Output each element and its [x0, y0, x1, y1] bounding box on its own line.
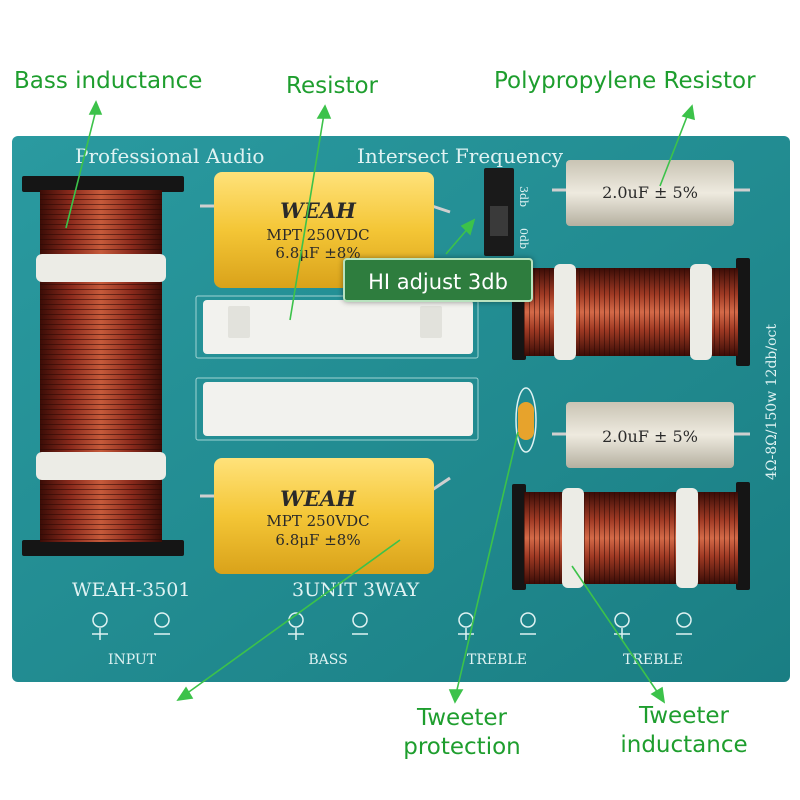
hi-adjust-switch: 3db 0db	[484, 168, 530, 256]
callout-tweeter-inductance-line2: inductance	[620, 731, 748, 758]
callout-hi-adjust-badge: HI adjust 3db	[343, 258, 533, 302]
callout-tweeter-protection: Tweeter protection	[392, 704, 532, 762]
callout-tweeter-inductance: Tweeter inductance	[604, 702, 764, 760]
callout-tweeter-protection-line1: Tweeter	[417, 705, 507, 731]
board-model: WEAH-3501	[72, 579, 190, 601]
tweeter-protection-fuse	[515, 387, 537, 453]
terminal-label-input: INPUT	[108, 652, 157, 668]
treble-inductor-top	[512, 258, 750, 366]
grey-capacitor-top: 2.0uF ± 5%	[552, 160, 750, 226]
grey-cap-top-label: 2.0uF ± 5%	[602, 183, 698, 202]
callout-arrows	[65, 100, 695, 704]
cap-top-line2: 6.8μF ±8%	[275, 244, 360, 262]
callout-polypropylene-resistor: Polypropylene Resistor	[494, 68, 756, 94]
bass-inductor	[22, 176, 184, 556]
cap-top-line1: MPT 250VDC	[266, 226, 369, 244]
cap-bottom-brand: WEAH	[280, 486, 357, 511]
switch-top-label: 3db	[517, 186, 530, 207]
board-side-rating: 4Ω-8Ω/150w 12db/oct	[764, 324, 780, 480]
board-config: 3UNIT 3WAY	[292, 579, 420, 601]
board-header-left: Professional Audio	[75, 144, 264, 168]
callout-resistor: Resistor	[286, 73, 378, 99]
cap-bottom-line1: MPT 250VDC	[266, 512, 369, 530]
callout-tweeter-protection-line2: protection	[403, 733, 521, 760]
callout-tweeter-inductance-line1: Tweeter	[639, 703, 729, 729]
callout-bass-inductance: Bass inductance	[14, 68, 203, 94]
terminal-label-bass: BASS	[308, 652, 347, 668]
grey-capacitor-bottom: 2.0uF ± 5%	[552, 402, 750, 468]
yellow-capacitor-bottom: WEAH MPT 250VDC 6.8μF ±8%	[200, 458, 451, 574]
switch-bottom-label: 0db	[517, 228, 530, 249]
cap-top-brand: WEAH	[280, 198, 357, 223]
terminal-label-treble-1: TREBLE	[467, 652, 527, 668]
white-resistor-top	[195, 295, 479, 359]
treble-inductor-bottom	[512, 482, 750, 590]
grey-cap-bottom-label: 2.0uF ± 5%	[602, 427, 698, 446]
cap-bottom-line2: 6.8μF ±8%	[275, 531, 360, 549]
board-header-right: Intersect Frequency	[357, 144, 564, 168]
white-resistor-bottom	[195, 377, 479, 441]
